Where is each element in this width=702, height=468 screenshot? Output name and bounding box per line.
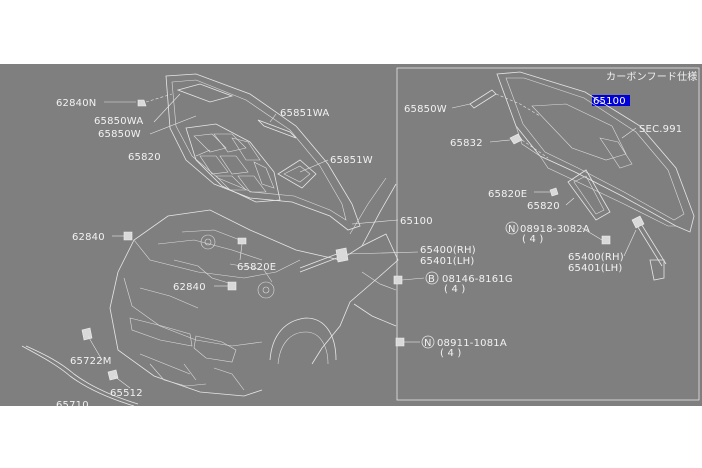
part-65820: 65820 xyxy=(128,152,161,163)
part-65850W: 65850W xyxy=(98,129,141,140)
inset-hood-label: 65100 xyxy=(593,96,626,107)
bolt-n-qty: ( 4 ) xyxy=(440,348,462,359)
inset-part-65820: 65820 xyxy=(527,201,560,212)
n-marker: N xyxy=(424,338,432,349)
b-marker: B xyxy=(428,274,435,285)
inset-hood-drawing xyxy=(469,71,695,281)
n-marker-circle xyxy=(421,335,435,349)
inset-frame xyxy=(396,67,700,401)
main-hood-drawing xyxy=(21,73,405,406)
inset-part-65820E: 65820E xyxy=(488,189,527,200)
inset-n-marker: N xyxy=(508,224,516,235)
inset-leaders xyxy=(451,103,637,257)
inset-sec-reference: SEC.991 xyxy=(639,124,682,135)
part-65851WA: 65851WA xyxy=(280,108,329,119)
bolt-b-qty: ( 4 ) xyxy=(444,284,466,295)
part-65710: 65710 xyxy=(56,400,89,406)
inset-n-marker-circle xyxy=(505,221,519,235)
diagram-panel: カーボンフード仕様 65100 6 xyxy=(0,64,702,406)
bolt-n-part: 08911-1081A xyxy=(437,338,507,349)
part-65722M: 65722M xyxy=(70,356,112,367)
part-62840N: 62840N xyxy=(56,98,97,109)
part-65850WA: 65850WA xyxy=(94,116,143,127)
inset-bolt-part: 08918-3082A xyxy=(520,224,590,235)
inset-bolt-qty: ( 4 ) xyxy=(522,234,544,245)
part-62840-upper: 62840 xyxy=(72,232,105,243)
part-65512: 65512 xyxy=(110,388,143,399)
stay-lh: 65401(LH) xyxy=(420,256,475,267)
bolt-b-part: 08146-8161G xyxy=(442,274,513,285)
inset-part-65832: 65832 xyxy=(450,138,483,149)
inset-stay-lh: 65401(LH) xyxy=(568,263,623,274)
main-leaders xyxy=(87,93,425,389)
inset-hood-highlight xyxy=(592,95,630,106)
inset-stay-rh: 65400(RH) xyxy=(568,252,624,263)
inset-part-65850W: 65850W xyxy=(404,104,447,115)
part-65100: 65100 xyxy=(400,216,433,227)
stay-rh: 65400(RH) xyxy=(420,245,476,256)
hood-parts-diagram: カーボンフード仕様 65100 6 xyxy=(21,67,700,406)
part-62840-lower: 62840 xyxy=(173,282,206,293)
part-65820E: 65820E xyxy=(237,262,276,273)
inset-title: カーボンフード仕様 xyxy=(606,70,698,83)
b-marker-circle xyxy=(425,271,439,285)
part-65851W: 65851W xyxy=(330,155,373,166)
